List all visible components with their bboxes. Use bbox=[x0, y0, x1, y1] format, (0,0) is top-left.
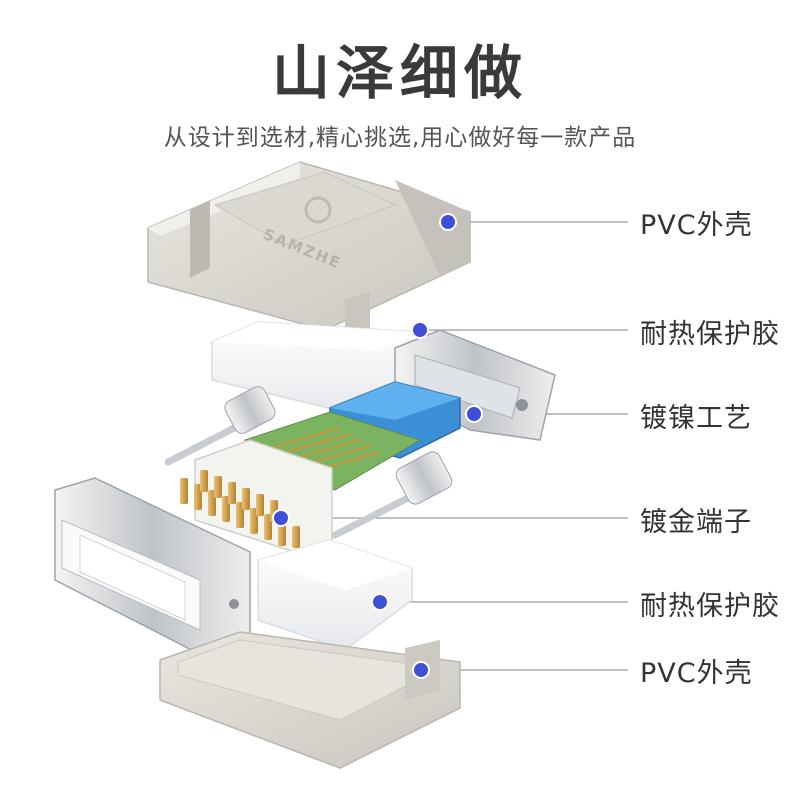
front-metal-shell bbox=[54, 477, 251, 663]
marker-dot-icon bbox=[465, 405, 483, 423]
thumb-screw-left bbox=[164, 386, 276, 466]
screw-hole-icon bbox=[229, 599, 239, 609]
label-bottom-protective-glue: 耐热保护胶 bbox=[640, 591, 780, 622]
gold-terminals bbox=[180, 439, 333, 553]
label-top-pvc-shell: PVC外壳 bbox=[640, 210, 753, 241]
label-top-protective-glue: 耐热保护胶 bbox=[640, 319, 780, 350]
brand-logo-icon bbox=[304, 196, 332, 224]
bottom-pvc-shell bbox=[159, 631, 461, 769]
marker-dot-icon bbox=[411, 321, 429, 339]
marker-dot-icon bbox=[439, 213, 457, 231]
thumb-screw-right bbox=[331, 451, 453, 539]
marker-dot-icon bbox=[272, 509, 290, 527]
markers bbox=[272, 213, 483, 679]
marker-dot-icon bbox=[412, 661, 430, 679]
label-gold-terminal: 镀金端子 bbox=[640, 507, 752, 538]
marker-dot-icon bbox=[371, 593, 389, 611]
page-title: 山泽细做 bbox=[271, 39, 528, 107]
label-bottom-pvc-shell: PVC外壳 bbox=[640, 658, 753, 689]
label-nickel-plating: 镀镍工艺 bbox=[640, 403, 752, 434]
top-pvc-shell: SAMZHE bbox=[147, 161, 471, 380]
page-subtitle: 从设计到选材,精心挑选,用心做好每一款产品 bbox=[163, 125, 637, 151]
screw-hole-icon bbox=[516, 399, 528, 411]
bottom-protective-glue bbox=[257, 539, 413, 651]
